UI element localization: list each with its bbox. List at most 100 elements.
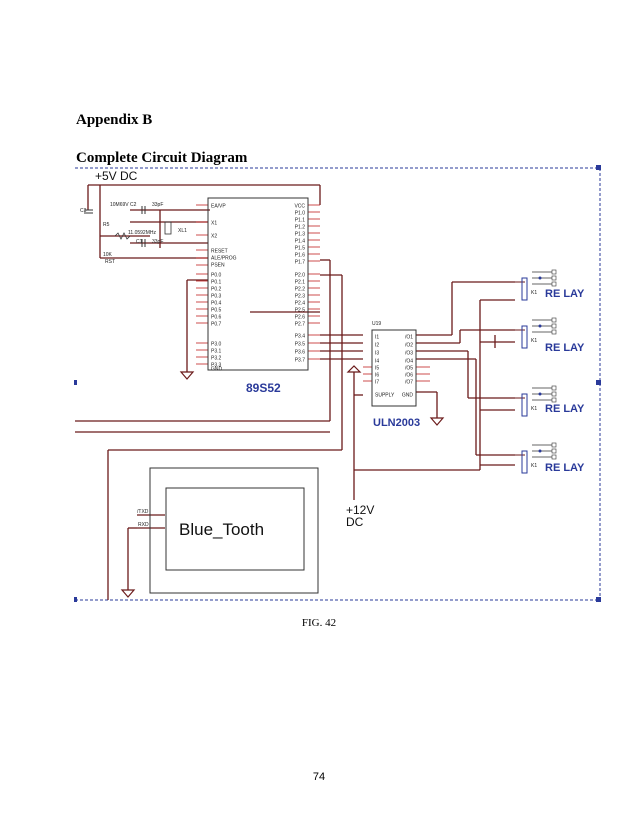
pin-label: /O6 [405, 373, 413, 379]
supply-12v-label: +12V [346, 503, 374, 517]
mcu-89s52-label: 89S52 [246, 381, 281, 395]
relay-ref: K1 [531, 290, 537, 296]
pin-label: P1.1 [295, 218, 306, 224]
pin-label: I7 [375, 380, 379, 386]
pin-label: P0.2 [211, 287, 222, 293]
supply-5v-label: +5V DC [95, 169, 138, 183]
pin-label: ALE/PROG [211, 256, 237, 262]
pin-label: /O4 [405, 359, 413, 365]
pin-label: VCC [294, 204, 305, 210]
pin-label: P0.3 [211, 294, 222, 300]
pin-label: P2.7 [295, 322, 306, 328]
pin-label: /O3 [405, 351, 413, 357]
frame-marker [596, 165, 601, 170]
pin-label: PSEN [211, 263, 225, 269]
relay-symbol [515, 317, 557, 349]
pin-label: P0.7 [211, 322, 222, 328]
relay-symbol [515, 385, 557, 417]
pin-label: /O2 [405, 343, 413, 349]
pin-label: I4 [375, 359, 379, 365]
pin-label: /O5 [405, 366, 413, 372]
c2-label: 10M69V C2 [110, 202, 137, 208]
pin-label: P1.3 [295, 232, 306, 238]
bluetooth-rx-label: RXD [138, 522, 149, 528]
appendix-title: Appendix B [76, 112, 153, 128]
pin-label: P1.6 [295, 253, 306, 259]
relay-label-2: RE LAY [545, 342, 585, 354]
c1-value: 33pF [152, 239, 163, 245]
capacitor-symbols [84, 206, 146, 247]
bluetooth-module-inner [165, 487, 305, 571]
bluetooth-tx-label: /TXD [137, 509, 149, 515]
uln2003-body [371, 329, 417, 407]
crystal-symbol [164, 221, 172, 235]
wires-dark [75, 184, 515, 600]
pin-label: P0.1 [211, 280, 222, 286]
pin-label: P3.4 [295, 334, 306, 340]
pin-label: P3.7 [295, 358, 306, 364]
relay-ref: K1 [531, 463, 537, 469]
pin-label: EA/VP [211, 204, 226, 210]
uln-ref: U19 [372, 321, 381, 327]
pin-label: GND [402, 393, 414, 399]
pin-label: P2.2 [295, 287, 306, 293]
pin-label: P1.5 [295, 246, 306, 252]
pin-label: RESET [211, 249, 228, 255]
pin-label: P1.7 [295, 260, 306, 266]
pin-label: P3.5 [295, 342, 306, 348]
resistor-value: 10K [103, 252, 113, 258]
pin-label: P3.3 [211, 363, 222, 369]
pin-label: P2.3 [295, 294, 306, 300]
resistor-symbol [114, 232, 131, 240]
relay-label-1: RE LAY [545, 288, 585, 300]
diagram-subtitle: Complete Circuit Diagram [76, 150, 248, 166]
pin-label: P3.2 [211, 356, 222, 362]
pin-label: X2 [211, 234, 217, 240]
pin-label: P3.1 [211, 349, 222, 355]
relay-label-3: RE LAY [545, 403, 585, 415]
pin-label: P2.5 [295, 308, 306, 314]
mcu-pin-labels-right: VCCP1.0P1.1P1.2P1.3P1.4P1.5P1.6P1.7P2.0P… [294, 204, 305, 364]
pin-label: I3 [375, 351, 379, 357]
c2-value: 33pF [152, 202, 163, 208]
pin-label: I1 [375, 335, 379, 341]
pin-label: X1 [211, 221, 217, 227]
pin-label: I5 [375, 366, 379, 372]
c1-label: C1 [136, 239, 143, 245]
mcu-pin-labels-left: EA/VPX1X2RESETALE/PROGPSENP0.0P0.1P0.2P0… [211, 204, 237, 373]
pin-label: GND [211, 367, 223, 373]
pin-label: /O7 [405, 380, 413, 386]
frame-marker [596, 597, 601, 602]
pin-label: P0.0 [211, 273, 222, 279]
bluetooth-module-outer [149, 467, 319, 594]
uln2003-label: ULN2003 [373, 417, 420, 429]
reset-label: RST [105, 259, 115, 265]
pin-label: P2.6 [295, 315, 306, 321]
pin-ticks [196, 204, 430, 382]
relay-symbol [515, 269, 557, 301]
r5-label: R5 [103, 222, 110, 228]
pin-label: I2 [375, 343, 379, 349]
pin-label: P0.4 [211, 301, 222, 307]
pin-label: P2.4 [295, 301, 306, 307]
relay-ref: K1 [531, 338, 537, 344]
supply-12v-unit: DC [346, 515, 364, 529]
mcu-89s52-body [207, 197, 309, 371]
pin-label: P2.1 [295, 280, 306, 286]
pin-label: P3.6 [295, 350, 306, 356]
ground-symbols [120, 365, 445, 598]
crystal-label: XL1 [178, 228, 187, 234]
relay-label-4: RE LAY [545, 462, 585, 474]
page-number: 74 [312, 771, 326, 783]
pin-label: P1.4 [295, 239, 306, 245]
pin-label: P1.2 [295, 225, 306, 231]
frame-marker [596, 380, 601, 385]
pin-label: P0.5 [211, 308, 222, 314]
relay-symbol [515, 442, 557, 474]
pin-label: P1.0 [295, 211, 306, 217]
pin-label: P0.6 [211, 315, 222, 321]
pin-label: P2.0 [295, 273, 306, 279]
